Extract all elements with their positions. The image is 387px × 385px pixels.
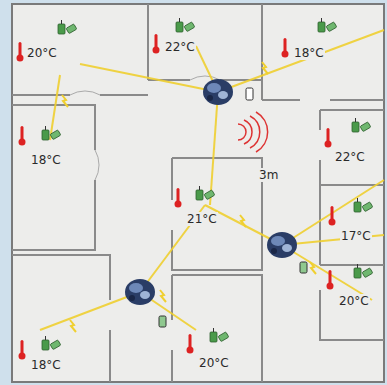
temperature-label: 20°C <box>338 294 370 308</box>
temperature-label: 20°C <box>26 46 58 60</box>
temperature-label: 21°C <box>186 212 218 226</box>
temperature-label: 18°C <box>30 358 62 372</box>
temperature-label: 18°C <box>30 153 62 167</box>
temperature-label: 18°C <box>293 46 325 60</box>
temperature-label: 22°C <box>334 150 366 164</box>
temperature-label: 17°C <box>340 229 372 243</box>
temperature-label: 22°C <box>164 40 196 54</box>
temperature-label: 20°C <box>198 356 230 370</box>
distance-label: 3m <box>258 168 279 182</box>
